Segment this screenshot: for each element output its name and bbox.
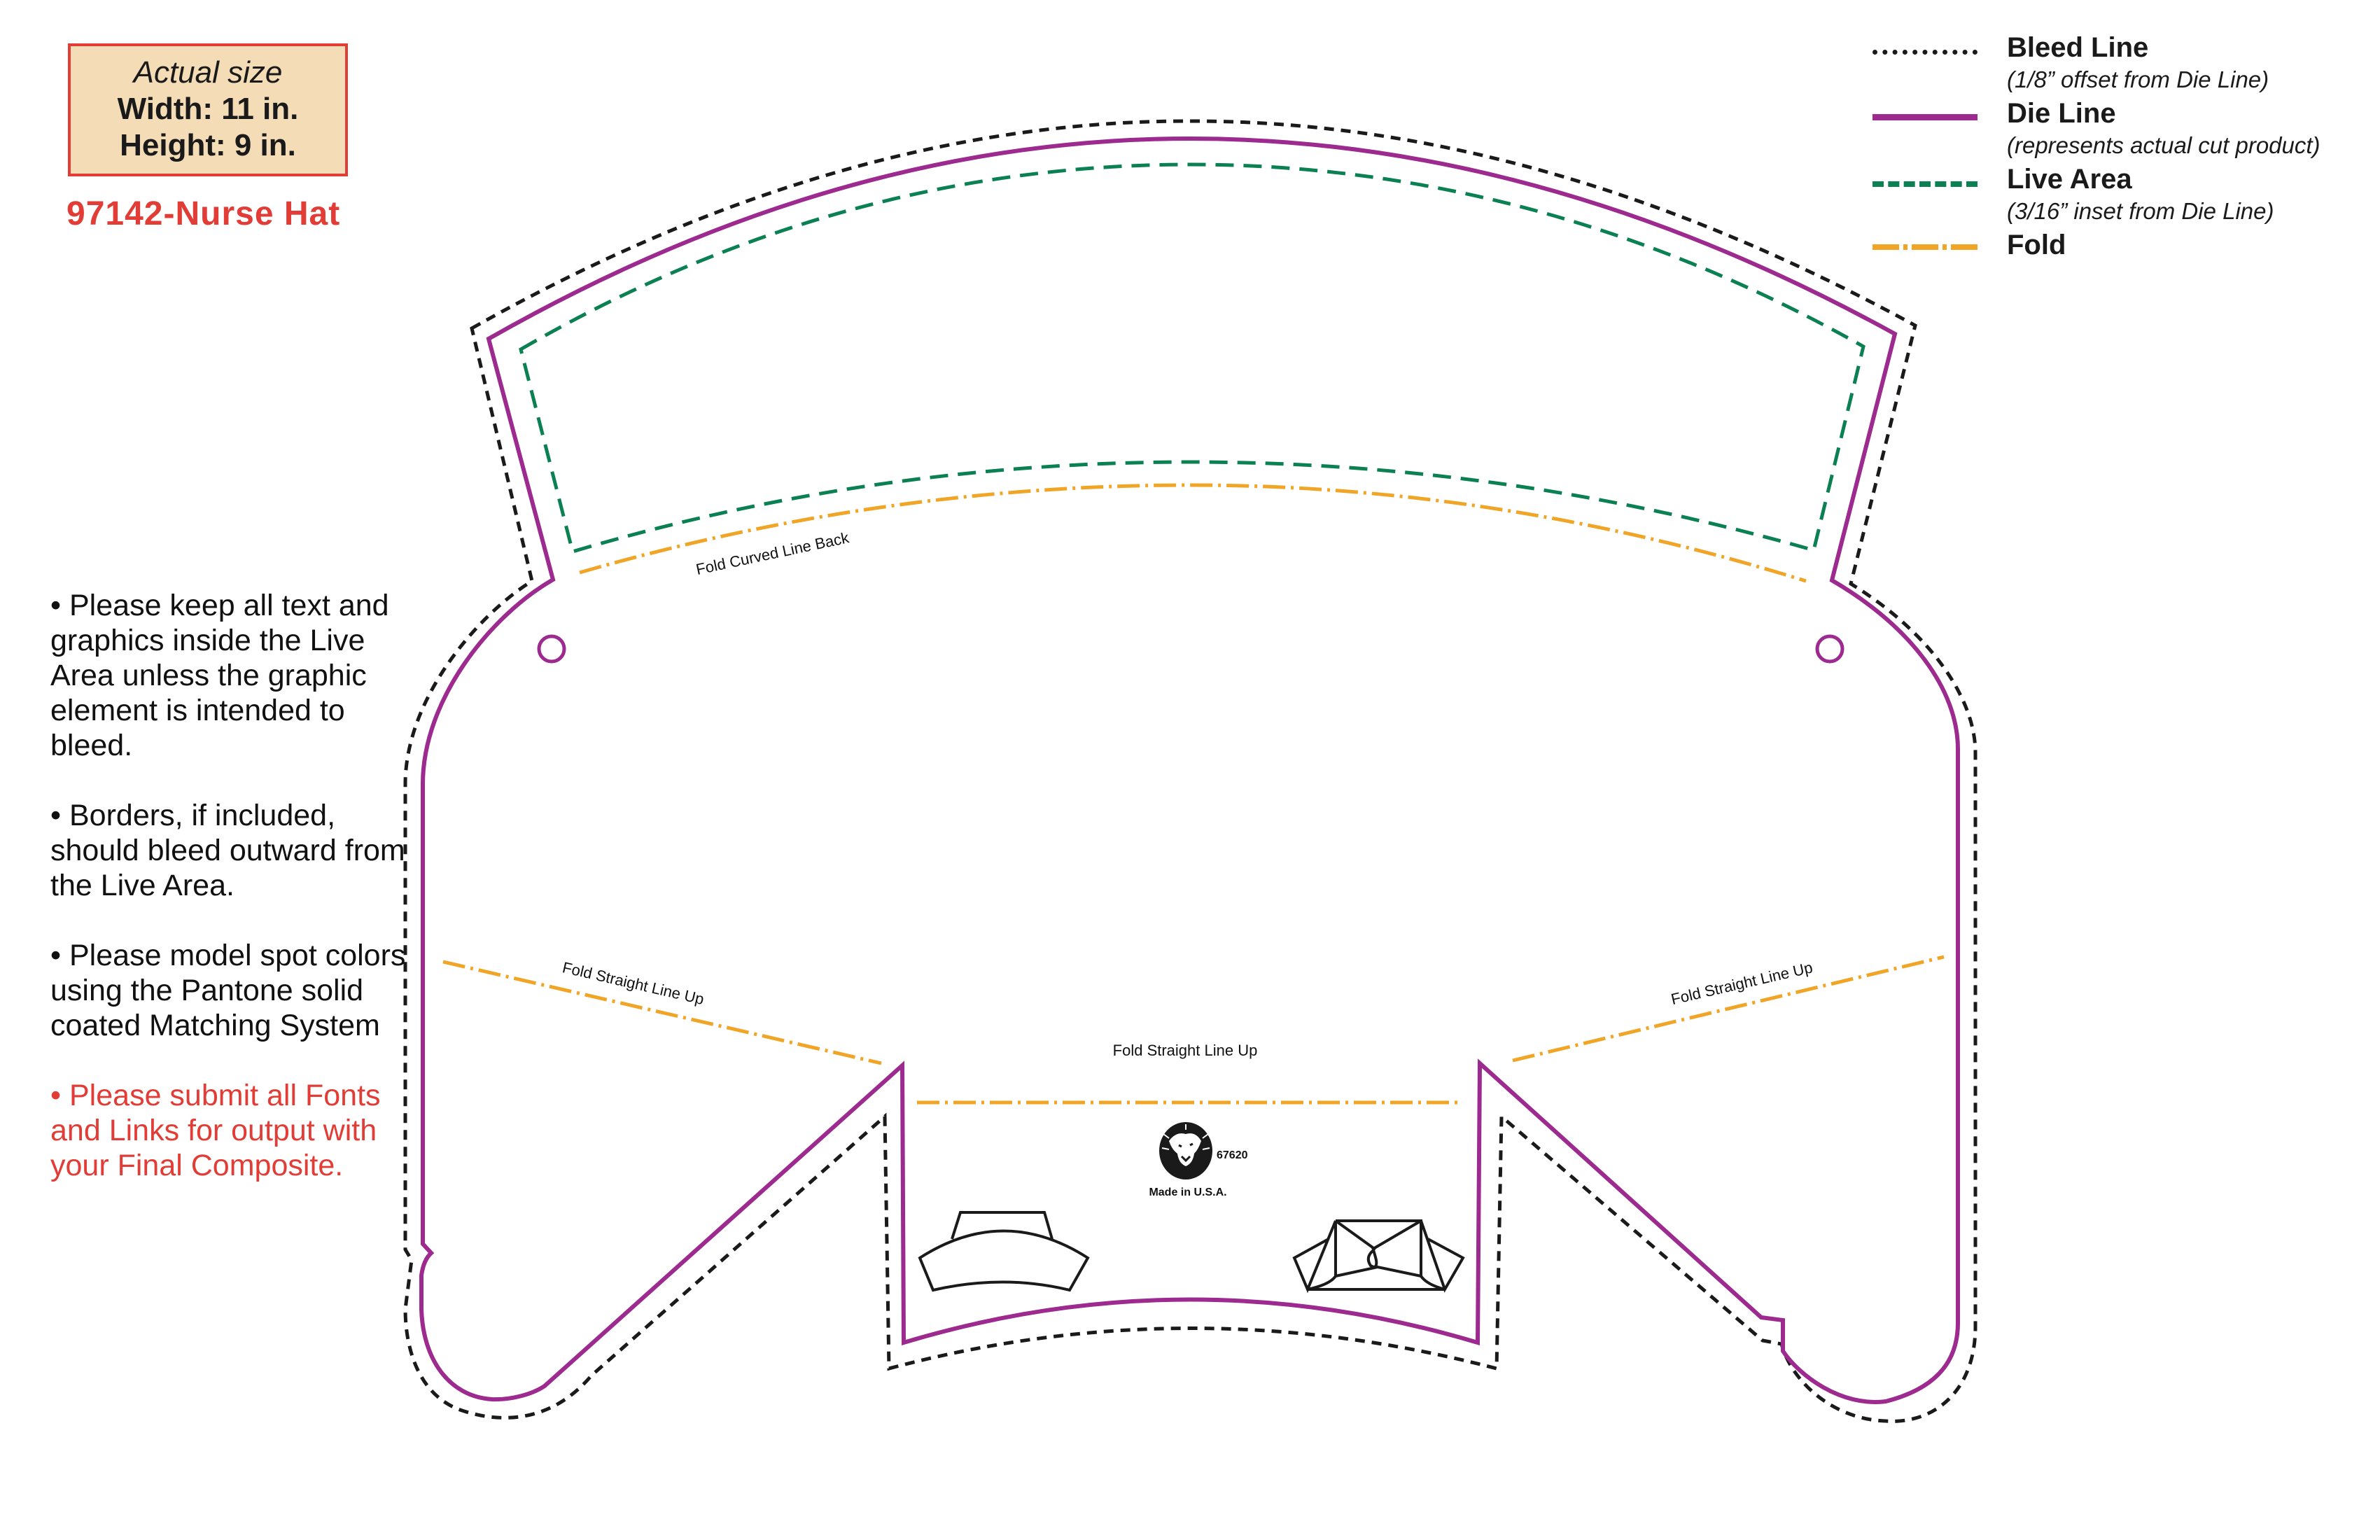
live-area-swatch-icon bbox=[1872, 181, 1977, 187]
legend-note: (represents actual cut product) bbox=[2007, 132, 2320, 158]
lion-logo-icon bbox=[1159, 1122, 1212, 1180]
legend-label: Fold bbox=[2007, 230, 2066, 260]
fold-label-straight-center: Fold Straight Line Up bbox=[1113, 1042, 1258, 1059]
left-hole bbox=[537, 634, 566, 664]
legend-note: (3/16” inset from Die Line) bbox=[2007, 198, 2274, 224]
legend-item-bleed: Bleed Line (1/8” offset from Die Line) bbox=[1872, 31, 2362, 97]
width-value: Width: 11 in. bbox=[117, 92, 299, 126]
die-line bbox=[419, 136, 1960, 1404]
legend: Bleed Line (1/8” offset from Die Line) D… bbox=[1872, 31, 2362, 295]
legend-label: Die Line bbox=[2007, 98, 2116, 129]
actual-size-heading: Actual size bbox=[133, 55, 283, 90]
legend-item-live: Live Area (3/16” inset from Die Line) bbox=[1872, 163, 2362, 229]
fold-label-curved-back: Fold Curved Line Back bbox=[694, 528, 851, 578]
logo-code: 67620 bbox=[1217, 1149, 1248, 1161]
legend-item-fold: Fold bbox=[1872, 229, 2362, 295]
legend-label: Live Area bbox=[2007, 164, 2132, 195]
fold-straight-right bbox=[1512, 955, 1945, 1063]
legend-item-die: Die Line (represents actual cut product) bbox=[1872, 97, 2362, 163]
legend-label: Bleed Line bbox=[2007, 32, 2149, 63]
bleed-line bbox=[403, 119, 1977, 1423]
made-in-usa: Made in U.S.A. bbox=[1149, 1186, 1226, 1198]
product-title: 97142-Nurse Hat bbox=[66, 195, 341, 232]
fold-line-swatch-icon bbox=[1872, 244, 1977, 250]
height-value: Height: 9 in. bbox=[120, 128, 296, 162]
note-borders: • Borders, if included, should bleed out… bbox=[50, 799, 405, 902]
legend-note: (1/8” offset from Die Line) bbox=[2007, 66, 2269, 92]
fold-label-straight-left: Fold Straight Line Up bbox=[561, 958, 706, 1008]
fold-curved-back bbox=[579, 483, 1807, 583]
right-hole bbox=[1815, 634, 1844, 664]
die-line-swatch-icon bbox=[1872, 114, 1977, 120]
note-live-area: • Please keep all text and graphics insi… bbox=[50, 589, 389, 762]
fold-label-straight-right: Fold Straight Line Up bbox=[1670, 958, 1814, 1008]
live-area bbox=[519, 162, 1865, 554]
fold-straight-left bbox=[442, 960, 882, 1065]
nurse-hat-front-icon bbox=[918, 1211, 1090, 1292]
note-pantone: • Please model spot colors using the Pan… bbox=[50, 939, 406, 1042]
instructions: • Please keep all text and graphics insi… bbox=[50, 588, 414, 1218]
note-submit-fonts: • Please submit all Fonts and Links for … bbox=[50, 1079, 381, 1182]
nurse-hat-back-icon bbox=[1292, 1219, 1465, 1294]
actual-size-box: Actual size Width: 11 in. Height: 9 in. bbox=[68, 43, 348, 176]
fold-lines bbox=[442, 483, 1945, 1105]
bleed-line-swatch-icon bbox=[1872, 50, 1977, 55]
